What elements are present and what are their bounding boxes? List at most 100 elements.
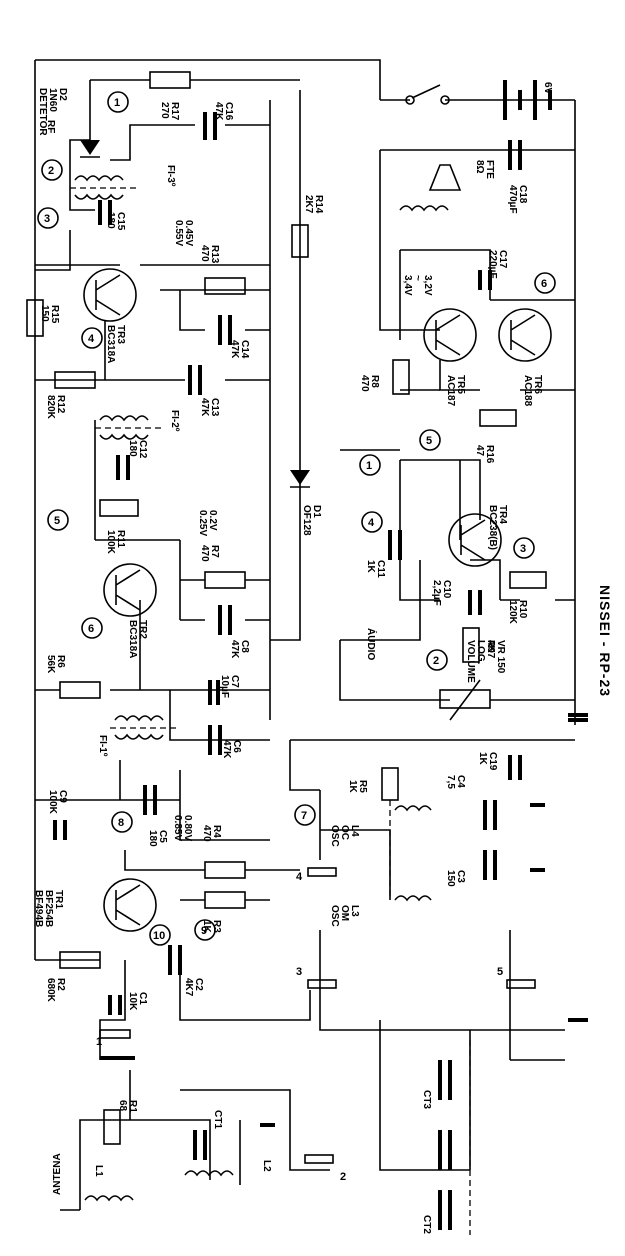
transistor-tr1: [103, 878, 157, 932]
marker-6-left: 6: [81, 617, 103, 639]
resistor-r2: [59, 951, 101, 969]
label-l4: L4OCOSC: [329, 825, 360, 847]
label-c9: C9100K: [47, 790, 68, 815]
resistors: [26, 71, 547, 1145]
svg-text:D1OF128: D1OF128: [301, 505, 322, 536]
svg-text:C710µF: C710µF: [219, 675, 240, 698]
capacitor-c13: [188, 365, 202, 395]
svg-text:1: 1: [366, 460, 372, 472]
capacitor-c14: [218, 315, 232, 345]
svg-text:C18470µF: C18470µF: [507, 185, 528, 214]
svg-text:R1647: R1647: [474, 445, 495, 464]
label-c17: C17220µF: [487, 250, 508, 279]
label-c13: C1347K: [199, 398, 220, 417]
trimmer-ct1: [193, 1130, 207, 1160]
svg-text:1: 1: [114, 97, 120, 109]
svg-text:0.2V0.25V: 0.2V0.25V: [197, 510, 218, 536]
label-fi2: FI-2º: [169, 410, 180, 432]
label-tr1: TR1BF254BBF494B: [33, 890, 64, 927]
svg-text:TR4BC238(B): TR4BC238(B): [487, 505, 508, 550]
svg-text:4: 4: [368, 517, 375, 529]
svg-text:C3150: C3150: [445, 870, 466, 887]
label-l2: L2: [261, 1160, 272, 1172]
capacitor-c16: [203, 112, 217, 140]
label-tr5: TR5AC187: [445, 375, 466, 407]
marker-2-right: 2: [426, 649, 448, 671]
label-r17: R17270: [159, 102, 180, 121]
svg-text:R12820K: R12820K: [45, 395, 66, 420]
audio-label: ÁUDIO: [365, 628, 378, 660]
transistor-tr2: [103, 563, 157, 617]
power: [405, 80, 552, 120]
component-labels: RF ANTENA D21N60DETETOR R17270 C1647K R1…: [33, 82, 553, 1234]
capacitor-c5: [143, 785, 157, 815]
label-r16: R1647: [474, 445, 495, 464]
svg-text:2: 2: [48, 165, 54, 177]
svg-text:3: 3: [44, 213, 50, 225]
transformer-fi1: [114, 715, 164, 722]
capacitor-c3: [483, 850, 497, 880]
battery-icon: [503, 80, 552, 120]
label-l3: L3OMOSC: [329, 905, 360, 927]
svg-text:TR1BF254BBF494B: TR1BF254BBF494B: [33, 890, 64, 927]
test-point-markers: 1 2 3 4 5 6 7 8 9 10 6 5 1 4 3 2: [37, 91, 556, 946]
svg-text:C5180: C5180: [147, 830, 168, 847]
capacitor-c18: [508, 140, 522, 170]
resistor-r14: [291, 224, 309, 258]
volume-potentiometer[interactable]: [439, 689, 491, 709]
svg-text:C1647K: C1647K: [213, 102, 234, 121]
label-r5: R51K: [347, 780, 368, 794]
svg-text:C9100K: C9100K: [47, 790, 68, 815]
marker-5-left: 5: [47, 509, 69, 531]
label-l1: L1: [93, 1165, 104, 1177]
svg-text:R142K7: R142K7: [303, 195, 324, 214]
svg-text:C847K: C847K: [229, 640, 250, 659]
svg-text:C102,2µF: C102,2µF: [431, 580, 452, 606]
resistor-r9: [462, 627, 480, 663]
svg-text:C647K: C647K: [221, 740, 242, 759]
svg-text:R2680K: R2680K: [45, 978, 66, 1003]
svg-text:R10120K: R10120K: [507, 600, 528, 625]
label-tr3-voltage: 0.45V0.55V: [173, 220, 194, 246]
speaker-icon: [428, 164, 462, 191]
band-switch[interactable]: 1 2 3 4 5: [96, 867, 536, 1183]
svg-text:C1447K: C1447K: [229, 340, 250, 359]
label-c14: C1447K: [229, 340, 250, 359]
svg-text:R31K: R31K: [201, 920, 222, 934]
capacitor-c1: [108, 995, 122, 1015]
label-tr2: TR2BC318A: [127, 620, 148, 658]
transistor-tr6: [498, 308, 552, 362]
label-c8: C847K: [229, 640, 250, 659]
label-c3: C3150: [445, 870, 466, 887]
label-tr6: TR6AC188: [522, 375, 543, 407]
label-fi1: FI-1º: [97, 735, 108, 757]
svg-text:6: 6: [88, 623, 94, 635]
capacitor-c6: [208, 725, 222, 755]
label-c2: C24K7: [183, 978, 204, 997]
svg-text:0.45V0.55V: 0.45V0.55V: [173, 220, 194, 246]
diodes: [80, 140, 310, 488]
svg-text:R4470: R4470: [201, 825, 222, 842]
svg-text:4: 4: [296, 871, 303, 883]
label-c6: C647K: [221, 740, 242, 759]
svg-text:2: 2: [340, 1171, 346, 1183]
resistor-r4: [204, 861, 246, 879]
label-r2: R2680K: [45, 978, 66, 1003]
label-fi3: FI-3º: [165, 165, 176, 187]
page-title: NISSEI - RP-23: [597, 585, 613, 697]
label-tr4: TR4BC238(B): [487, 505, 508, 550]
label-c11: C111K: [365, 560, 386, 578]
svg-text:C47,5: C47,5: [445, 775, 466, 789]
marker-5-right: 5: [419, 429, 441, 451]
coil-l1: [84, 1195, 134, 1202]
resistor-r15: [26, 299, 44, 337]
power-switch[interactable]: [405, 95, 415, 105]
diode-d2: [80, 140, 100, 155]
resistor-r16: [479, 409, 517, 427]
marker-8: 8: [111, 811, 133, 833]
svg-text:C17220µF: C17220µF: [487, 250, 508, 279]
capacitors: [53, 112, 522, 1235]
svg-text:0.80V0.85V: 0.80V0.85V: [172, 815, 193, 841]
svg-text:L4OCOSC: L4OCOSC: [329, 825, 360, 847]
svg-text:1: 1: [96, 1036, 102, 1048]
